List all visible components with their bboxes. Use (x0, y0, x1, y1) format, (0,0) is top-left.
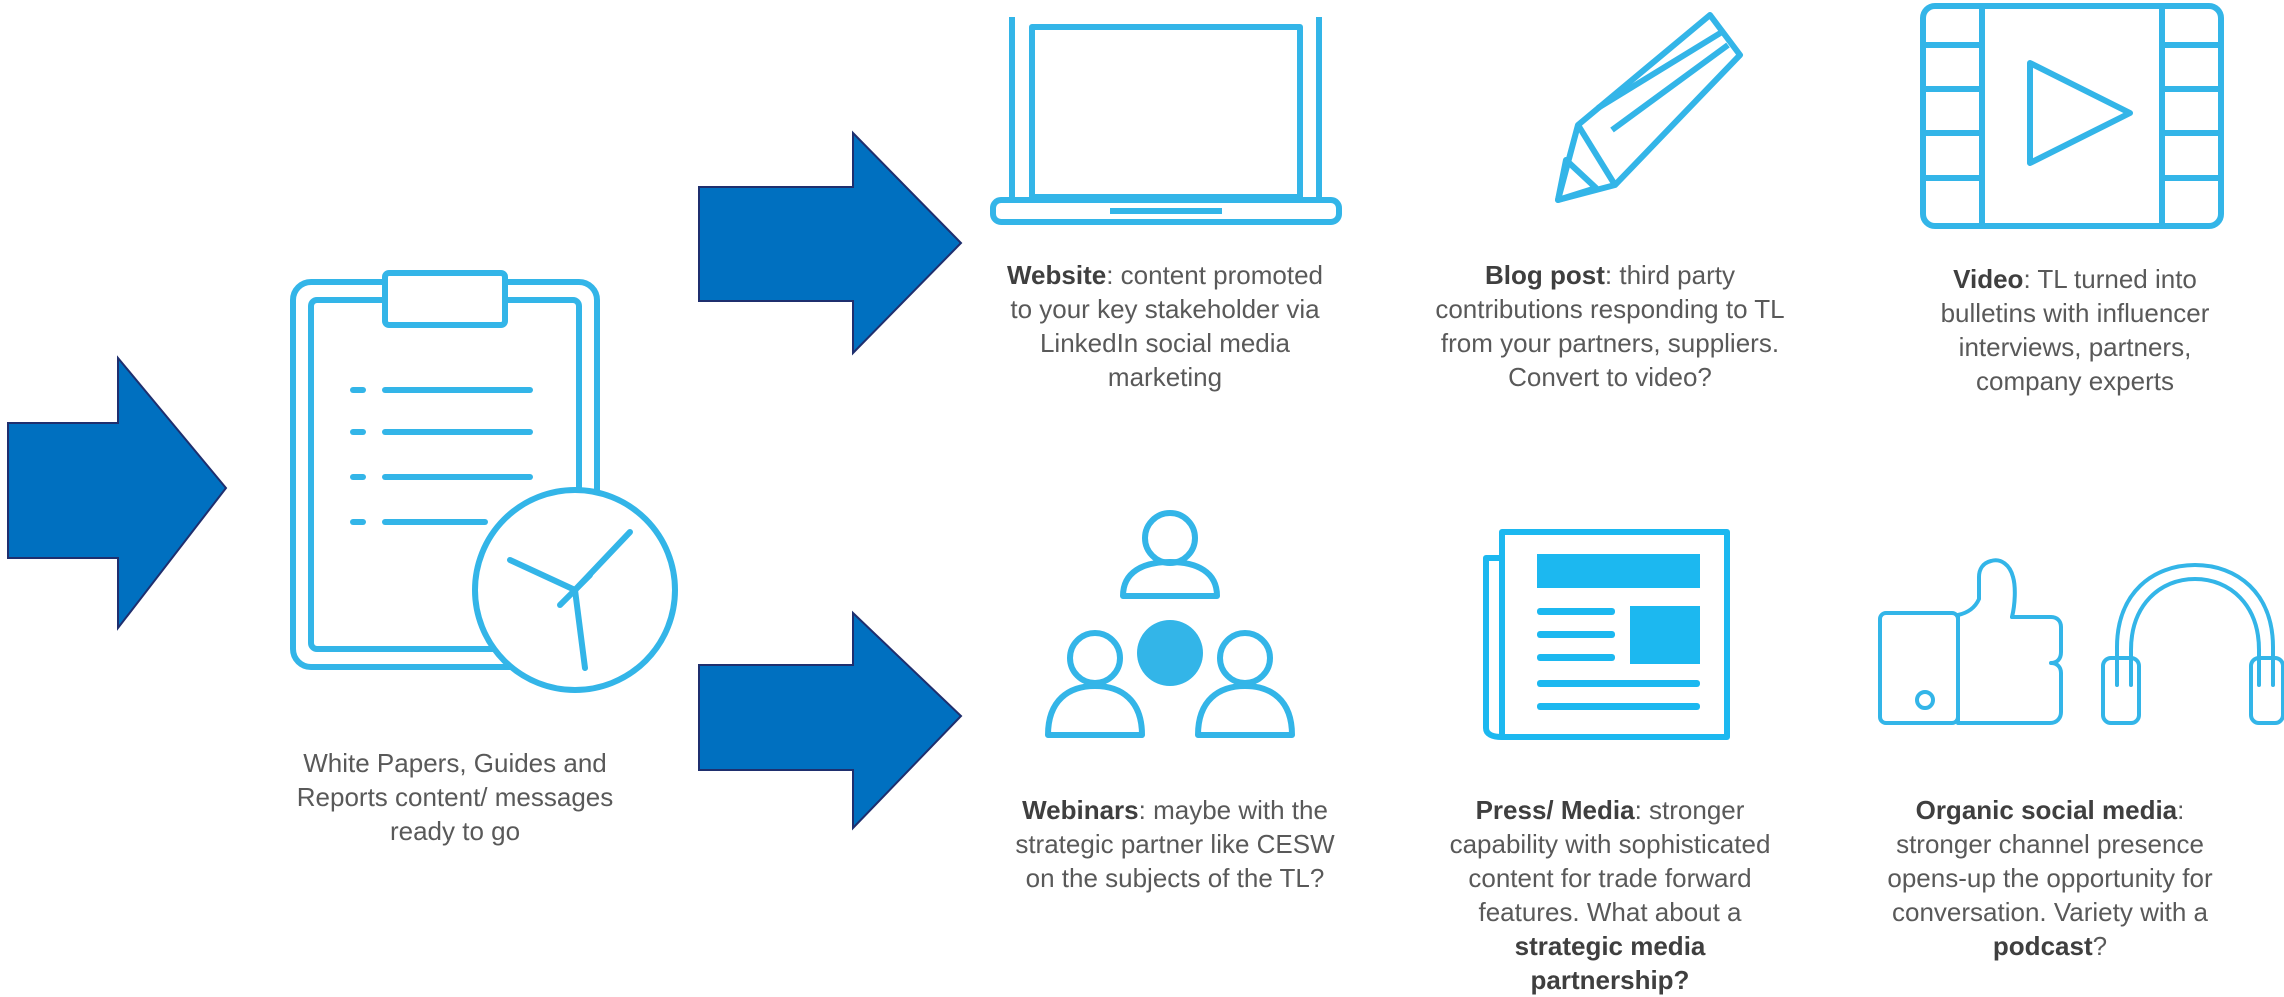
clipboard-clock-icon (290, 270, 678, 693)
video-title: Video (1953, 264, 2024, 294)
newspaper-icon (1483, 529, 1730, 740)
film-play-icon (1920, 3, 2224, 229)
social-title: Organic social media (1915, 795, 2178, 825)
webinars-title: Webinars (1022, 795, 1139, 825)
pencil-icon (1555, 12, 1743, 203)
social-text: : stronger channel presence opens-up the… (1887, 795, 2213, 927)
website-title: Website (1006, 260, 1107, 290)
press-caption: Press/ Media: stronger capability with s… (1440, 793, 1780, 997)
people-network-icon (1045, 510, 1295, 738)
input-arrow (7, 355, 228, 631)
webinars-caption: Webinars: maybe with the strategic partn… (1005, 793, 1345, 895)
blog-caption: Blog post: third party contributions res… (1420, 258, 1800, 394)
blog-title: Blog post (1485, 260, 1605, 290)
source-caption: White Papers, Guides and Reports content… (296, 748, 614, 846)
webinars-text: : maybe with the strategic partner like … (1015, 795, 1335, 893)
press-title: Press/ Media (1475, 795, 1635, 825)
website-caption: Website: content promoted to your key st… (995, 258, 1335, 394)
video-text: : TL turned into bulletins with influenc… (1940, 264, 2210, 396)
arrow-to-bottom-row (698, 610, 963, 831)
video-caption: Video: TL turned into bulletins with inf… (1905, 262, 2245, 398)
website-text: : content promoted to your key stakehold… (1010, 260, 1324, 392)
social-tail: ? (2092, 931, 2108, 961)
arrow-to-top-row (698, 130, 963, 356)
social-caption: Organic social media: stronger channel p… (1880, 793, 2220, 963)
press-emphasis: strategic media partnership? (1514, 931, 1706, 995)
thumbs-up-headphones-icon (1878, 558, 2284, 725)
social-emphasis: podcast (1992, 931, 2093, 961)
laptop-icon (990, 17, 1342, 225)
blog-text: : third party contributions responding t… (1435, 260, 1785, 392)
press-text: : stronger capability with sophisticated… (1449, 795, 1771, 927)
